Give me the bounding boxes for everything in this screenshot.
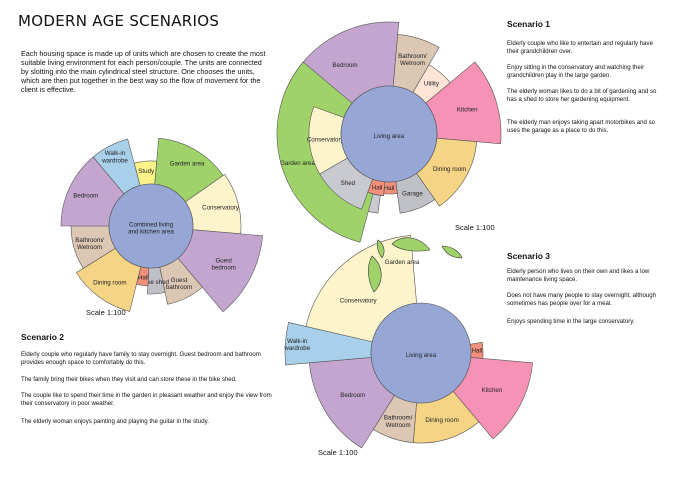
room-label: Bathroom/Wetroom: [75, 237, 104, 251]
central-living-core: [340, 85, 438, 183]
room-label: Bathroom/Wetroom: [398, 53, 427, 67]
room-label: Bedroom: [73, 192, 98, 199]
scenario1-scale: Scale 1:100: [455, 223, 495, 232]
room-label: Kitchen: [457, 106, 478, 113]
central-living-core: [370, 302, 472, 404]
room-label: Garden area: [280, 160, 315, 167]
central-living-core: [108, 183, 194, 269]
garden-leaf: [391, 237, 431, 252]
scenario1-heading: Scenario 1: [507, 19, 550, 29]
room-label: Dining room: [93, 279, 126, 286]
scenario2-heading: Scenario 2: [21, 332, 64, 342]
scenario2-paragraph: The couple like to spend their time in t…: [21, 392, 272, 407]
scenario3-paragraph: Does not have many people to stay overni…: [507, 292, 657, 307]
room-label: Garden area: [170, 160, 205, 167]
garden-leaf: [441, 245, 463, 259]
scenario3-garden-leaves: Garden area: [368, 237, 463, 293]
room-label: Bedroom: [340, 391, 365, 398]
room-label: Bedroom: [332, 61, 357, 68]
intro-text: Each housing space is made up of units w…: [21, 49, 266, 94]
scenario1-paragraph: Enjoy sitting in the conservatory and wa…: [507, 64, 645, 79]
room-label: Conservatory: [202, 204, 240, 211]
room-label: Garden area: [385, 259, 420, 266]
room-label: Bike shed: [142, 278, 170, 285]
room-label: Conservatory: [307, 136, 345, 143]
scenario1-paragraph: The elderly woman likes to do a bit of g…: [507, 88, 657, 103]
room-label: Hall: [472, 347, 483, 354]
room-label: Bathroom/Wetroom: [384, 414, 413, 428]
scenario1-paragraph: The elderly man enjoys taking apart moto…: [507, 119, 656, 134]
scenario2-paragraph: Elderly couple who regularly have family…: [21, 351, 261, 366]
room-label: Dining room: [433, 166, 466, 173]
room-label: Shed: [341, 180, 356, 187]
room-label: Conservatory: [340, 297, 378, 304]
center-label: Living area: [374, 133, 405, 140]
scenario2-scale: Scale 1:100: [86, 308, 126, 317]
garden-leaf: [368, 255, 382, 293]
page-title: MODERN AGE SCENARIOS: [18, 12, 220, 30]
scenario3-scale: Scale 1:100: [318, 448, 358, 457]
room-label: Study: [138, 168, 155, 175]
room-label: Hall: [384, 185, 395, 192]
room-label: Garage: [402, 190, 423, 197]
room-label: Utility: [424, 80, 440, 87]
scenario2-paragraph: The elderly woman enjoys painting and pl…: [21, 418, 209, 425]
garden-leaf: [376, 239, 385, 259]
scenario3-paragraph: Enjoys spending time in the large conser…: [507, 318, 635, 325]
scenario3-paragraph: Elderly person who lives on their own an…: [507, 268, 650, 283]
scenario1-paragraph: Elderly couple who like to entertain and…: [507, 40, 653, 55]
scenario2-paragraph: The family bring their bikes when they v…: [21, 376, 237, 383]
room-label: Hall: [138, 274, 149, 281]
room-label: Hall: [372, 184, 383, 191]
room-label: Dining room: [425, 416, 458, 423]
center-label: Living area: [406, 352, 437, 359]
scenario3-heading: Scenario 3: [507, 251, 550, 261]
room-label: Kitchen: [482, 387, 503, 394]
